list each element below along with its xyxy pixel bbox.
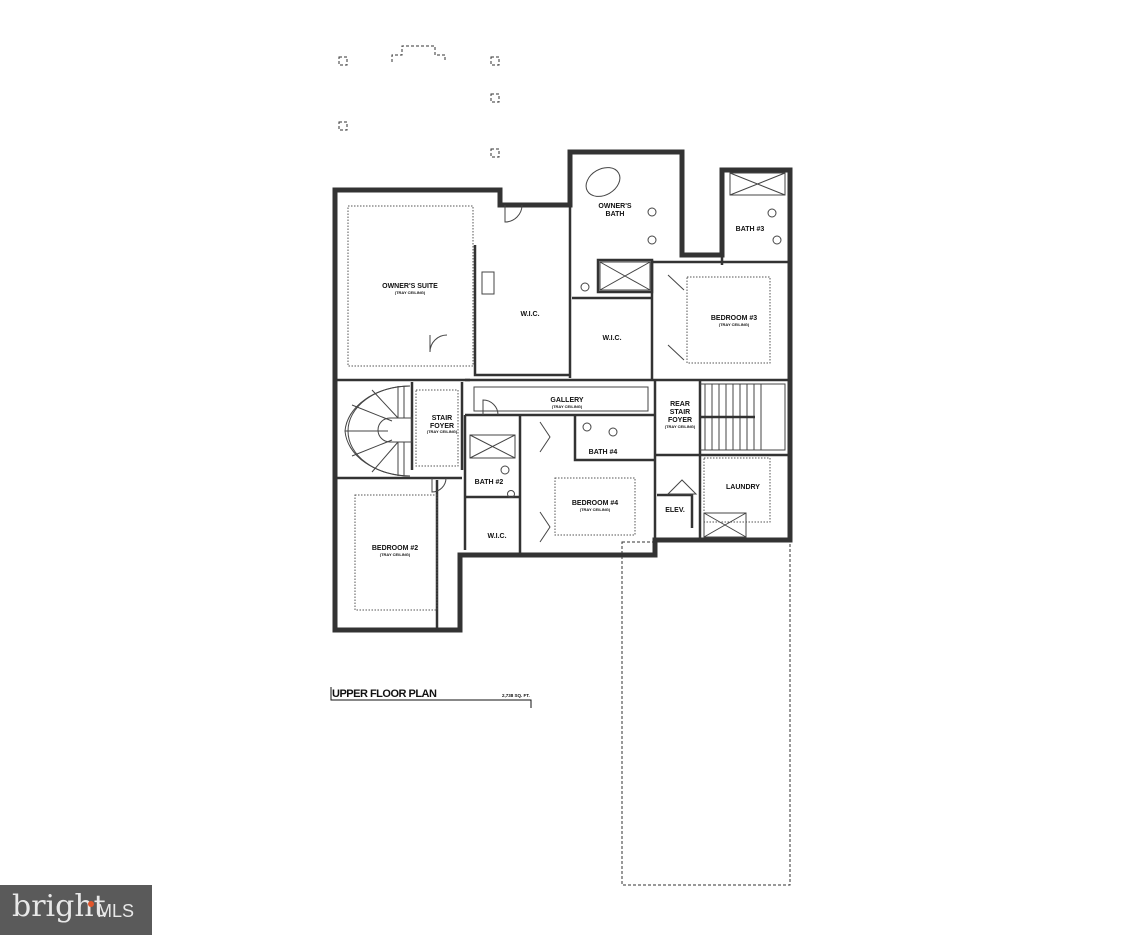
fireplace-icon (481, 271, 495, 295)
room-label-rear-stair: REAR (670, 401, 690, 408)
room-note: (TRAY CEILING) (395, 290, 426, 295)
fixtures (469, 167, 786, 538)
logo-suffix: MLS (97, 901, 135, 921)
sink-icon (772, 235, 782, 245)
room-label-laundry: LAUNDRY (726, 484, 760, 491)
sink-icon (647, 207, 657, 217)
plan-title: UPPER FLOOR PLAN (332, 688, 437, 700)
title-block: UPPER FLOOR PLAN 2,738 SQ. FT. (330, 687, 532, 708)
shower-icon (729, 172, 786, 196)
room-label-wic-bath: W.I.C. (602, 335, 621, 342)
column-markers (338, 45, 500, 158)
room-note: (TRAY CEILING) (719, 322, 750, 327)
rear-staircase (700, 383, 786, 451)
driveway-outline (621, 541, 791, 886)
room-label-bedroom-3: BEDROOM #3 (711, 315, 757, 322)
room-label-owners-bath-2: BATH (606, 211, 625, 218)
room-label-wic-bedroom-2: W.I.C. (487, 533, 506, 540)
shower-icon (703, 512, 747, 538)
toilet-icon (580, 282, 590, 292)
shower-icon (599, 261, 651, 291)
room-label-wic: W.I.C. (520, 311, 539, 318)
room-labels: OWNER'S SUITE (TRAY CEILING) W.I.C. OWNE… (372, 203, 765, 557)
room-label-elevator: ELEV. (665, 507, 685, 514)
sink-icon (582, 422, 592, 432)
shower-icon (469, 434, 516, 459)
sink-icon (647, 235, 657, 245)
room-note: (TRAY CEILING) (427, 429, 458, 434)
room-note: (TRAY CEILING) (580, 507, 611, 512)
toilet-icon (500, 465, 510, 475)
room-label-stair-foyer: STAIR (432, 415, 452, 422)
room-label-gallery: GALLERY (550, 397, 584, 404)
bright-mls-logo: bright MLS (0, 885, 152, 935)
plan-area: 2,738 SQ. FT. (502, 693, 530, 698)
room-label-bath-4: BATH #4 (589, 449, 618, 456)
room-note: (TRAY CEILING) (380, 552, 411, 557)
room-note: (TRAY CEILING) (665, 424, 696, 429)
tray-ceilings (347, 205, 771, 611)
room-label-owners-suite: OWNER'S SUITE (382, 283, 438, 290)
bathtub-icon (585, 167, 621, 197)
toilet-icon (608, 427, 618, 437)
curved-staircase (344, 385, 413, 477)
sink-icon (507, 490, 515, 498)
room-label-bedroom-2: BEDROOM #2 (372, 545, 418, 552)
room-label-rear-stair-2: STAIR (670, 409, 690, 416)
room-label-bedroom-4: BEDROOM #4 (572, 500, 618, 507)
doors (429, 204, 698, 543)
room-label-bath-2: BATH #2 (475, 479, 504, 486)
room-label-bath-3: BATH #3 (736, 226, 765, 233)
logo-accent-dot (88, 901, 94, 907)
room-label-stair-foyer-2: FOYER (430, 423, 454, 430)
room-note: (TRAY CEILING) (552, 404, 583, 409)
room-label-owners-bath: OWNER'S (598, 203, 631, 210)
toilet-icon (767, 208, 777, 218)
room-label-rear-stair-3: FOYER (668, 417, 692, 424)
